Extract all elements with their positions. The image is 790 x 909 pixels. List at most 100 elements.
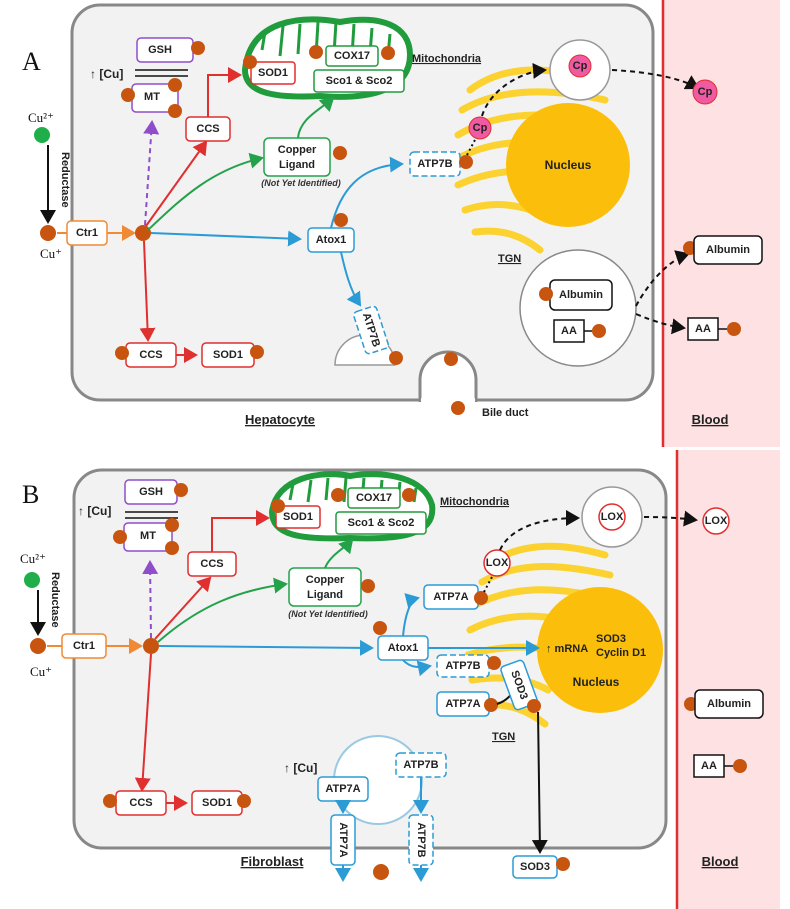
not-identified-label-b: (Not Yet Identified)	[288, 609, 368, 619]
hepatocyte-label: Hepatocyte	[245, 412, 315, 427]
nucleus-label-b: Nucleus	[573, 675, 620, 689]
blood-region-a	[663, 0, 780, 447]
cp-blood-label: Cp	[698, 86, 713, 98]
mt-induction-arrow-b	[142, 560, 159, 639]
sco-label-b: Sco1 & Sco2	[348, 517, 415, 529]
bile-duct-gap	[421, 398, 475, 404]
reductase-label: Reductase	[59, 152, 71, 208]
albumin-blood-label-a: Albumin	[706, 244, 750, 256]
cu2-label-b: Cu²⁺	[20, 551, 46, 566]
ctr1-label-b: Ctr1	[73, 640, 95, 652]
aa-cell-label: AA	[561, 325, 577, 337]
tgn-label-b: TGN	[492, 731, 515, 743]
sco-box-b	[335, 511, 427, 535]
cu2-label: Cu²⁺	[28, 110, 54, 125]
cu-hub-a	[135, 225, 151, 241]
ceruloplasmin-blood	[692, 79, 718, 105]
cristae-a	[260, 21, 392, 57]
atp7a-membrane-label: ATP7A	[337, 822, 349, 857]
copper-ligand-line2: Ligand	[279, 159, 315, 171]
cp-vesicle-label: Cp	[573, 60, 588, 72]
atp7b-vesicle-box	[353, 305, 389, 355]
atp7b-membrane-box	[408, 814, 434, 866]
ccs-bottom-label-a: CCS	[139, 349, 162, 361]
bile-duct-label: Bile duct	[482, 407, 529, 419]
cp-golgi-label: Cp	[473, 122, 488, 134]
mitochondria-label: Mitochondria	[412, 53, 482, 65]
cox17-box	[325, 45, 379, 67]
not-identified-label: (Not Yet Identified)	[261, 178, 341, 188]
cu-increase-label: ↑ [Cu]	[90, 67, 123, 81]
nucleus-a	[506, 103, 630, 227]
sod1-bottom-label-a: SOD1	[213, 349, 243, 361]
lox-golgi-label: LOX	[486, 557, 509, 569]
copper-ligand-line1: Copper	[278, 144, 317, 156]
mt-label-b: MT	[140, 530, 156, 542]
lox-blood-label: LOX	[705, 515, 728, 527]
mt-label: MT	[144, 91, 160, 103]
mrna-label: ↑ mRNA	[546, 643, 588, 655]
ccs-top-label: CCS	[196, 123, 219, 135]
cu-increase-label-b2: ↑ [Cu]	[284, 761, 317, 775]
cox17-label-b: COX17	[356, 492, 392, 504]
cu1-label-b: Cu⁺	[30, 664, 52, 679]
panel-letter-a: A	[22, 47, 41, 76]
atp7b-membrane-label: ATP7B	[415, 822, 427, 857]
copper-ligand-line1-b: Copper	[306, 574, 345, 586]
panel-a: A Cu²⁺ Reductase Cu⁺ Ctr1 GSH ↑ [Cu] MT …	[22, 0, 780, 447]
atox1-label-a: Atox1	[316, 234, 347, 246]
sod1-mito-box-b	[275, 505, 321, 529]
atox1-label-b: Atox1	[388, 642, 419, 654]
bile-duct-notch	[418, 350, 478, 402]
nucleus-label-a: Nucleus	[545, 158, 592, 172]
blood-label-a: Blood	[692, 412, 729, 427]
lox-blood	[702, 507, 730, 535]
cu1-ion-b	[30, 638, 46, 654]
gsh-label: GSH	[148, 44, 172, 56]
ctr1-label: Ctr1	[76, 227, 98, 239]
sco-label: Sco1 & Sco2	[326, 75, 393, 87]
sod1-mito-label-b: SOD1	[283, 511, 313, 523]
sco-box	[313, 69, 405, 93]
cu-hub-b	[143, 638, 159, 654]
gsh-label-b: GSH	[139, 486, 163, 498]
cu1-ion	[40, 225, 56, 241]
albumin-cell-label: Albumin	[559, 289, 603, 301]
albumin-blood-label-b: Albumin	[707, 698, 751, 710]
sod1-mito-box	[250, 61, 296, 85]
atp7a-tgn-label: ATP7A	[433, 591, 468, 603]
cu2-ion-b	[24, 572, 40, 588]
fibroblast-label: Fibroblast	[241, 854, 305, 869]
sod1-bottom-label-b: SOD1	[202, 797, 232, 809]
sod3-mrna-label: SOD3	[596, 633, 626, 645]
blood-label-b: Blood	[702, 854, 739, 869]
atp7b-tgn-label: ATP7B	[417, 158, 452, 170]
sod3-diag-box	[500, 659, 538, 711]
hepatocyte-membrane	[70, 3, 655, 402]
nucleus-b	[537, 587, 663, 713]
atp7a-mid-label: ATP7A	[445, 698, 480, 710]
cu2-ion	[34, 127, 50, 143]
albumin-blood-box-b	[694, 689, 764, 719]
ccs-top-label-b: CCS	[200, 558, 223, 570]
lox-golgi	[483, 549, 511, 577]
panel-letter-b: B	[22, 480, 39, 509]
ccs-bottom-label-b: CCS	[129, 797, 152, 809]
aa-blood-label-a: AA	[695, 323, 711, 335]
copper-ligand-box	[263, 137, 331, 177]
sod3-out-label: SOD3	[520, 861, 550, 873]
tgn-label-a: TGN	[498, 253, 521, 265]
mitochondria-label-b: Mitochondria	[440, 496, 510, 508]
atp7b-mid-label: ATP7B	[445, 660, 480, 672]
copper-ligand-line2-b: Ligand	[307, 589, 343, 601]
cyclin-label: Cyclin D1	[596, 647, 646, 659]
cox17-label: COX17	[334, 50, 370, 62]
atp7a-vesicle-label: ATP7A	[325, 783, 360, 795]
sod1-mito-label: SOD1	[258, 67, 288, 79]
panel-b: B Cu²⁺ Reductase Cu⁺ Ctr1 GSH ↑ [Cu] MT …	[20, 450, 780, 909]
cu1-label: Cu⁺	[40, 246, 62, 261]
ceruloplasmin-golgi	[468, 116, 492, 140]
reductase-label-b: Reductase	[49, 572, 61, 628]
